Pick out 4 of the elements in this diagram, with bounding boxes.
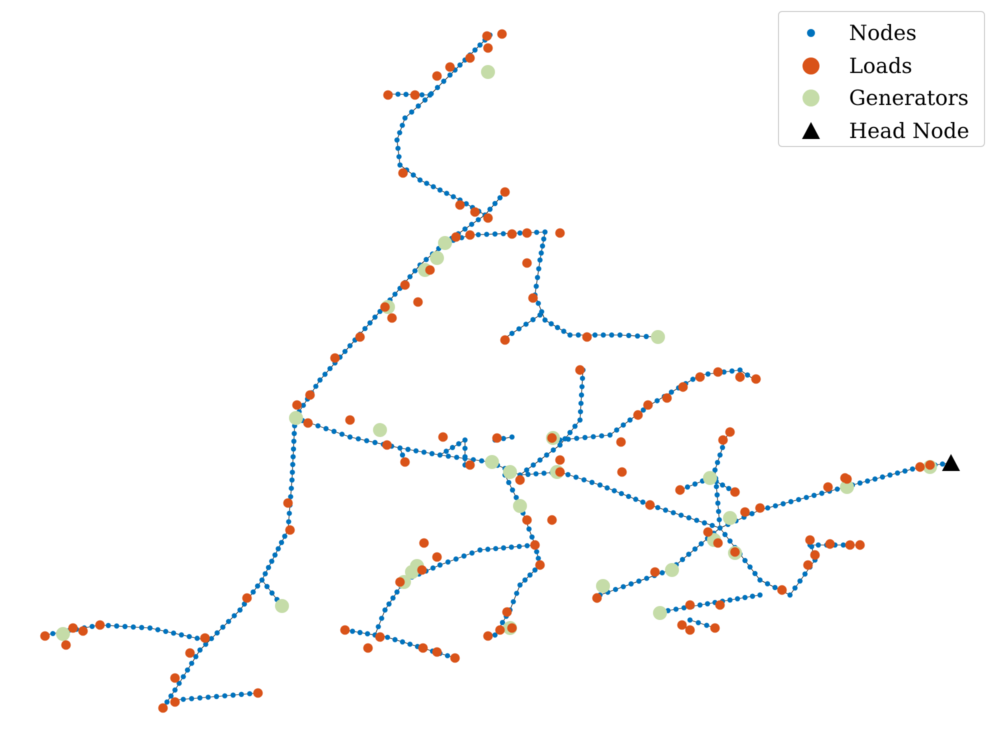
legend-label: Generators	[849, 86, 969, 110]
legend-label: Nodes	[849, 21, 917, 46]
legend-label: Head Node	[849, 118, 970, 143]
legend-label: Loads	[849, 54, 912, 78]
